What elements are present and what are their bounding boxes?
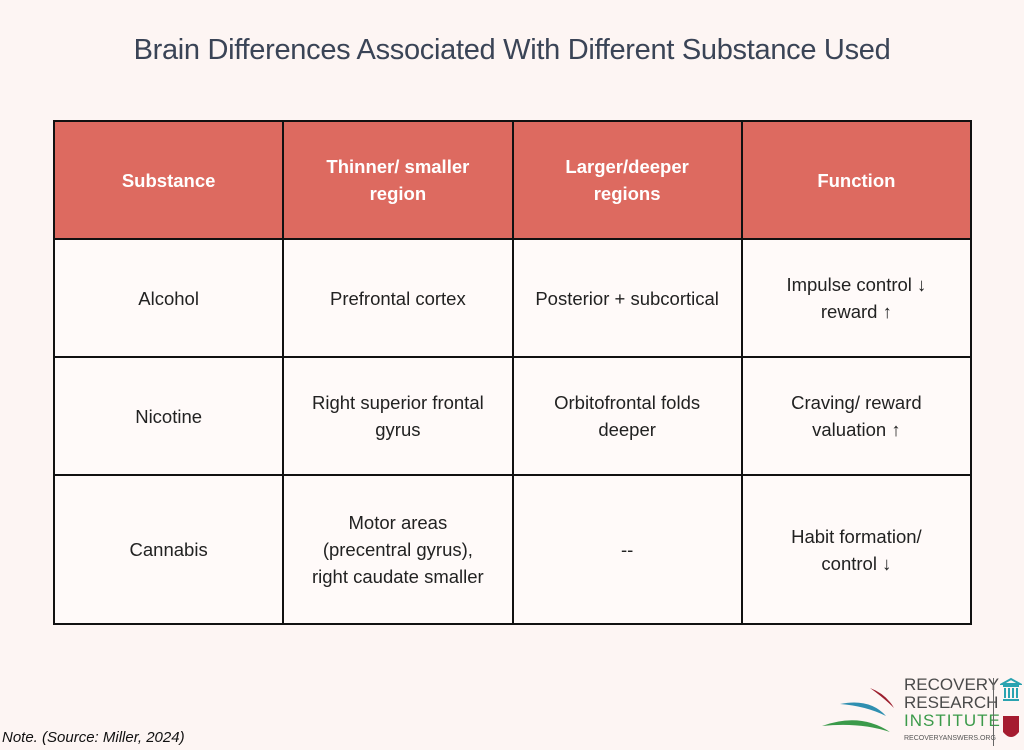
header-cell: Function [740, 120, 973, 240]
table-cell: -- [511, 474, 743, 625]
harvard-crest-icon [1000, 677, 1022, 737]
wave-logo-icon [822, 688, 894, 732]
source-note: Note. (Source: Miller, 2024) [2, 729, 185, 746]
page-title: Brain Differences Associated With Differ… [133, 34, 891, 66]
table-cell: Cannabis [52, 474, 285, 625]
table-cell: Motor areas (precentral gyrus), right ca… [282, 474, 514, 625]
table-cell: Nicotine [52, 356, 285, 476]
recovery-research-institute-logo: RECOVERY RESEARCH INSTITUTE RECOVERYANSW… [820, 674, 1024, 750]
table-row: Nicotine Right superior frontal gyrus Or… [52, 356, 973, 476]
table-cell: Right superior frontal gyrus [282, 356, 514, 476]
table-cell: Craving/ reward valuation ↑ [740, 356, 973, 476]
table-header-row: Substance Thinner/ smaller region Larger… [52, 120, 973, 240]
header-cell: Larger/deeper regions [511, 120, 743, 240]
header-cell: Thinner/ smaller region [282, 120, 514, 240]
table-cell: Habit formation/ control ↓ [740, 474, 973, 625]
table-cell: Orbitofrontal folds deeper [511, 356, 743, 476]
table-cell: Alcohol [52, 238, 285, 358]
table-cell: Prefrontal cortex [282, 238, 514, 358]
logo-line-1: RECOVERY [904, 675, 1000, 694]
substance-table: Substance Thinner/ smaller region Larger… [52, 120, 973, 625]
table-cell: Impulse control ↓ reward ↑ [740, 238, 973, 358]
logo-line-3: INSTITUTE [904, 711, 1001, 730]
logo-line-2: RESEARCH [904, 693, 999, 712]
table-row: Cannabis Motor areas (precentral gyrus),… [52, 474, 973, 625]
logo-divider [993, 678, 994, 746]
table-row: Alcohol Prefrontal cortex Posterior + su… [52, 238, 973, 358]
table-cell: Posterior + subcortical [511, 238, 743, 358]
header-cell: Substance [52, 120, 285, 240]
logo-url: RECOVERYANSWERS.ORG [904, 735, 996, 742]
